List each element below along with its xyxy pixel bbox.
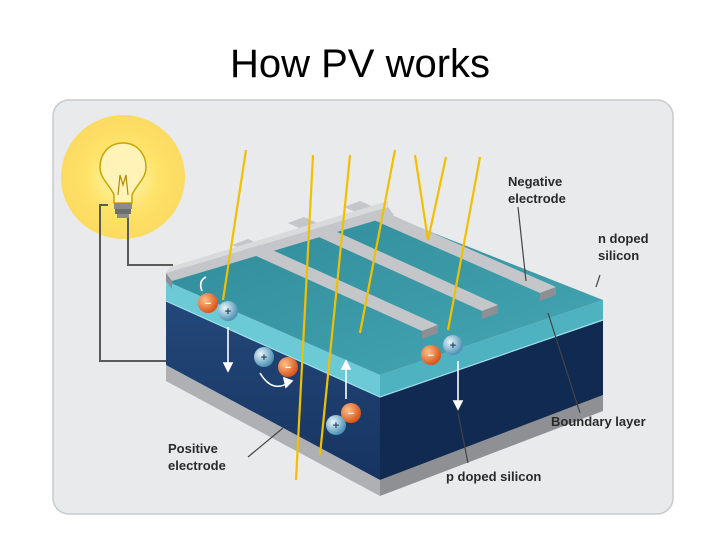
label-positive-electrode-1: Positive (168, 441, 218, 456)
electron-2 (278, 357, 298, 377)
positive-electrode-side (380, 395, 603, 496)
svg-text:+: + (333, 420, 339, 432)
label-positive-electrode-2: electrode (168, 458, 226, 473)
charge-carriers: − + + − − + − + (198, 293, 463, 435)
svg-text:−: − (205, 298, 211, 310)
negative-electrode-grid (166, 201, 556, 339)
hole-3 (326, 415, 346, 435)
leader-lines (247, 206, 601, 464)
hole-1 (218, 301, 238, 321)
p-layer-front (166, 301, 380, 480)
label-negative-electrode-1: Negative (508, 174, 562, 189)
label-p-doped-silicon: p doped silicon (446, 469, 541, 484)
slide-title: How PV works (229, 42, 491, 86)
pv-cell-diagram: − + + − − + − + Negative electrod (52, 99, 674, 515)
label-negative-electrode-2: electrode (508, 191, 566, 206)
label-n-doped-2: silicon (598, 248, 639, 263)
electron-4 (421, 345, 441, 365)
positive-electrode-front (166, 365, 380, 496)
label-n-doped-1: n doped (598, 231, 649, 246)
hole-4 (443, 335, 463, 355)
svg-text:−: − (285, 362, 291, 374)
p-layer-side (380, 320, 603, 480)
wire-to-positive (99, 204, 168, 362)
wire-to-negative (127, 218, 173, 266)
electron-3 (341, 403, 361, 423)
hole-2 (254, 347, 274, 367)
electron-1 (198, 293, 218, 313)
svg-text:−: − (428, 350, 434, 362)
n-layer-side (380, 300, 603, 397)
svg-text:+: + (225, 306, 231, 318)
svg-text:+: + (261, 352, 267, 364)
sunlight-rays (221, 149, 482, 481)
light-bulb-icon (61, 115, 185, 239)
boundary-line (165, 300, 604, 398)
svg-text:+: + (450, 340, 456, 352)
svg-text:−: − (348, 408, 354, 420)
label-boundary-layer: Boundary layer (551, 414, 646, 429)
motion-arrows (199, 276, 464, 411)
